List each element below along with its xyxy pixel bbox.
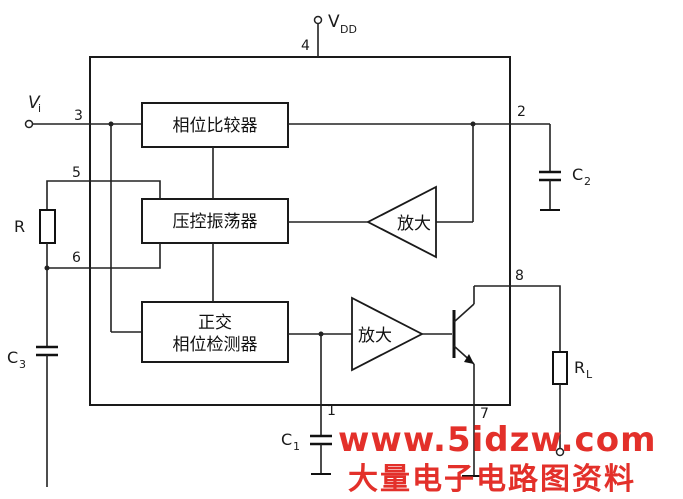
- ic-package-outline: [89, 56, 511, 406]
- pin-4-label: 4: [301, 38, 310, 54]
- input-terminal: V i 3: [24, 93, 142, 333]
- phase-comparator-block: [141, 102, 289, 148]
- pin-7-label: 7: [480, 406, 489, 422]
- pin-6-label: 6: [72, 250, 81, 266]
- r-label: R: [14, 217, 25, 236]
- svg-text:V: V: [28, 93, 41, 113]
- pin-5-label: 5: [72, 165, 81, 181]
- svg-text:2: 2: [584, 175, 591, 188]
- svg-text:i: i: [38, 102, 41, 115]
- pin-3-label: 3: [74, 108, 83, 124]
- vco-label: 压控振荡器: [173, 212, 258, 232]
- svg-text:V: V: [328, 12, 340, 32]
- amp-top-label: 放大: [397, 214, 431, 234]
- c2-label: C: [572, 165, 583, 184]
- vdd-terminal: V DD 4: [301, 12, 357, 57]
- svg-text:3: 3: [19, 358, 26, 371]
- quadrature-detector-label-1: 正交: [198, 313, 232, 333]
- watermark-site: 大量电子电路图资料: [348, 462, 636, 497]
- amplifier-top: 放大: [288, 124, 474, 259]
- pin-8-network: 8 R L: [474, 268, 593, 457]
- amp-bottom-label: 放大: [358, 326, 392, 346]
- quadrature-detector-block: [141, 301, 289, 363]
- vco-block: [141, 198, 289, 244]
- output-transistor: 7: [452, 286, 489, 477]
- pin-2-label: 2: [517, 104, 526, 120]
- pin-1-label: 1: [327, 403, 336, 419]
- r-timing-network: 5 6 R C 3: [7, 165, 161, 487]
- c1-label: C: [281, 430, 292, 449]
- pin-8-label: 8: [515, 268, 524, 284]
- c3-label: C: [7, 348, 18, 367]
- svg-text:DD: DD: [340, 23, 357, 36]
- quadrature-detector-label-2: 相位检测器: [173, 335, 258, 355]
- resistor-rl: [552, 351, 568, 385]
- amplifier-bottom: 放大: [351, 296, 452, 372]
- svg-text:L: L: [586, 368, 593, 381]
- watermark-url: www.5idzw.com: [338, 420, 657, 460]
- rl-label: R: [574, 358, 585, 377]
- svg-text:1: 1: [293, 440, 300, 453]
- pin-1-network: 1 C 1: [281, 331, 352, 475]
- resistor-r: [39, 209, 56, 244]
- phase-comparator-label: 相位比较器: [173, 116, 258, 136]
- pin-2-network: 2 C 2: [288, 104, 591, 211]
